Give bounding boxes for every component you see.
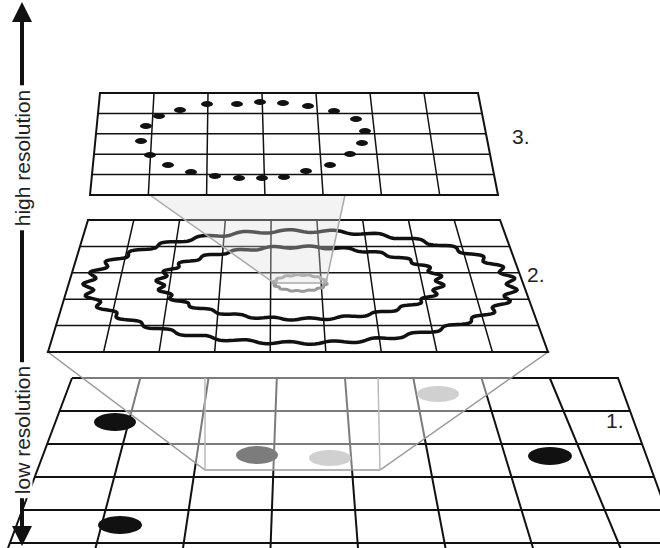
axis-label: high resolution bbox=[12, 86, 33, 231]
axis-label: low resolution bbox=[12, 362, 33, 498]
layer-number: 1. bbox=[606, 410, 624, 431]
layer-number: 2. bbox=[527, 264, 545, 285]
projection-cone-lower bbox=[48, 352, 548, 470]
projection-cone-upper bbox=[150, 195, 345, 283]
layer-3-dot-ring bbox=[135, 99, 371, 181]
layer-3-grid bbox=[90, 93, 498, 195]
layer-number: 3. bbox=[512, 126, 530, 147]
